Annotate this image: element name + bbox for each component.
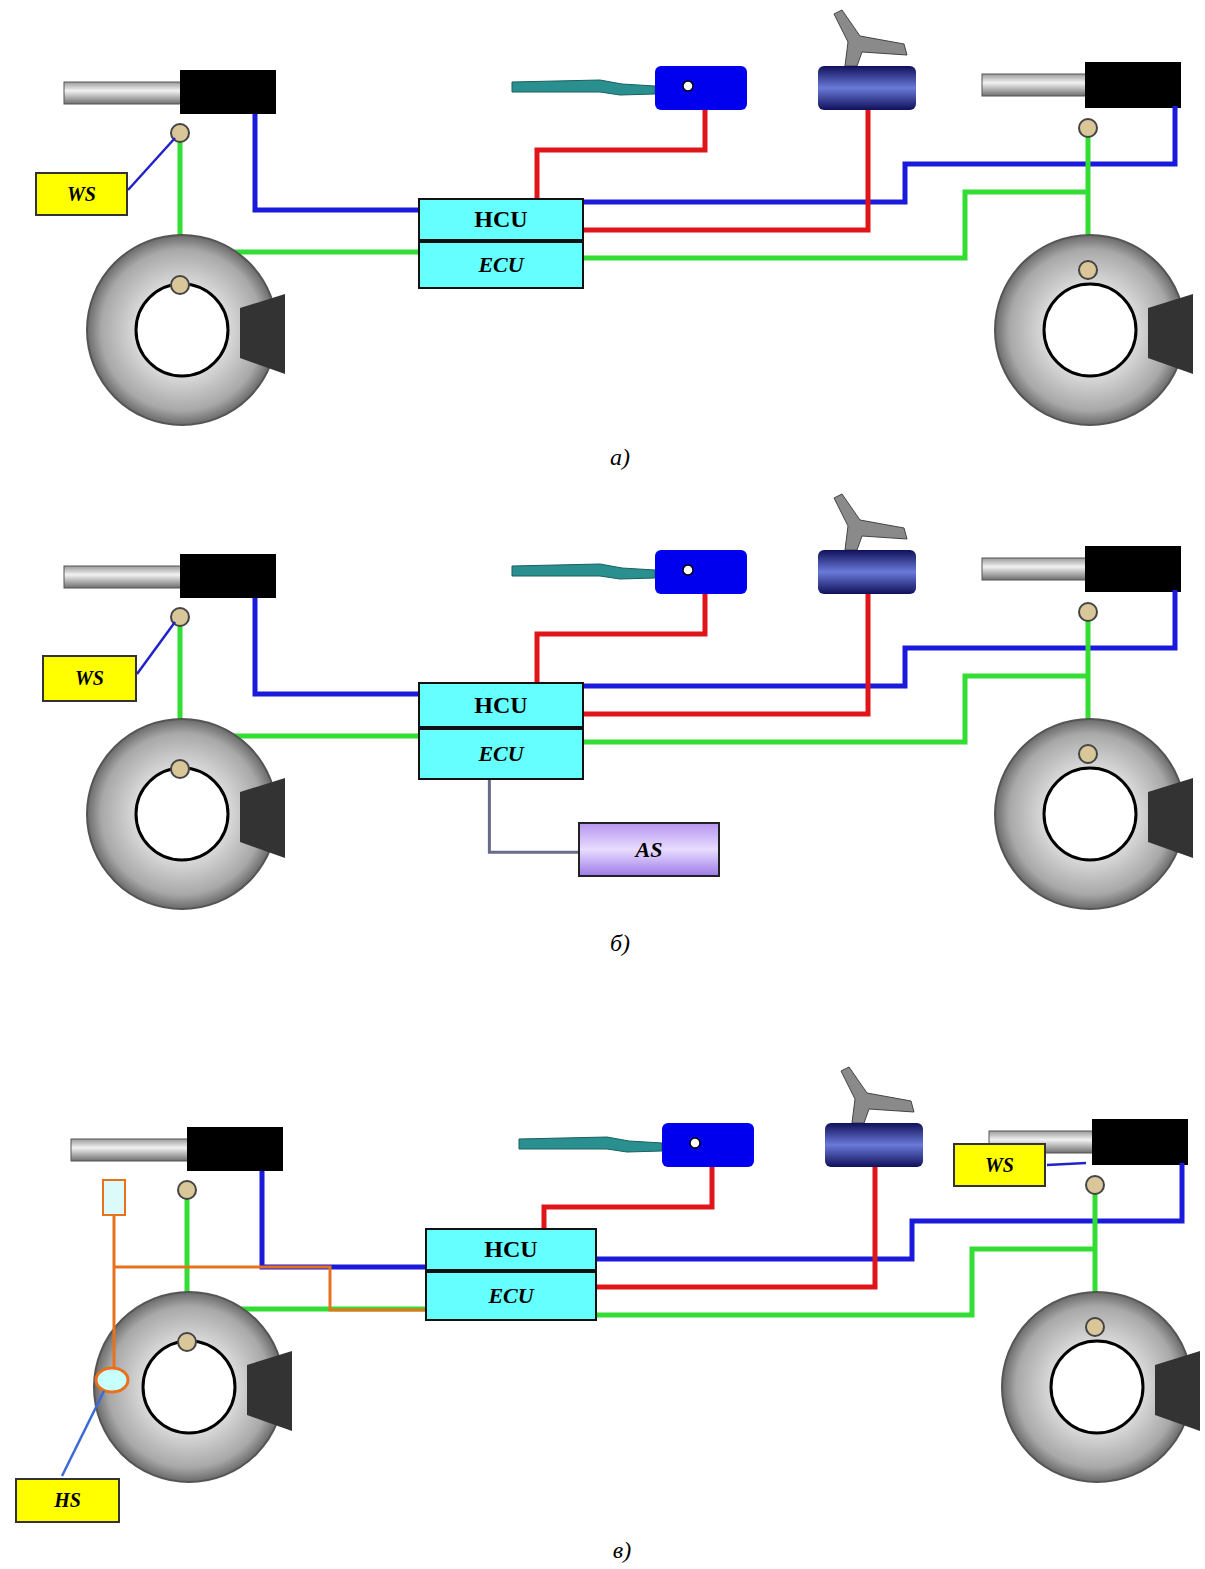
box-label: AS xyxy=(636,837,663,863)
signal-wire xyxy=(489,780,578,852)
sensor-label-box: WS xyxy=(35,172,128,216)
box-label: HCU xyxy=(484,1236,537,1263)
figure-caption: в) xyxy=(613,1537,631,1564)
box-label: ECU xyxy=(478,252,523,278)
box-label: HCU xyxy=(474,692,527,719)
control-unit-box: HCU xyxy=(418,682,584,728)
box-label: WS xyxy=(75,667,104,690)
figure-caption: а) xyxy=(610,444,630,471)
control-unit-box: ECU xyxy=(418,728,584,780)
box-label: ECU xyxy=(478,741,523,767)
box-label: WS xyxy=(985,1154,1014,1177)
control-unit-box: ECU xyxy=(425,1271,597,1321)
control-unit-box: HCU xyxy=(425,1228,597,1271)
sensor-label-box: WS xyxy=(953,1143,1046,1187)
box-label: HCU xyxy=(474,206,527,233)
box-label: ECU xyxy=(488,1283,533,1309)
sensor-label-box: HS xyxy=(15,1478,120,1523)
control-unit-box: HCU xyxy=(418,198,584,241)
control-unit-box: ECU xyxy=(418,241,584,289)
figure-caption: б) xyxy=(610,930,630,957)
box-label: WS xyxy=(67,183,96,206)
sensor-label-box: WS xyxy=(42,655,137,702)
sensor-box: AS xyxy=(578,822,720,877)
box-label: HS xyxy=(54,1489,81,1512)
